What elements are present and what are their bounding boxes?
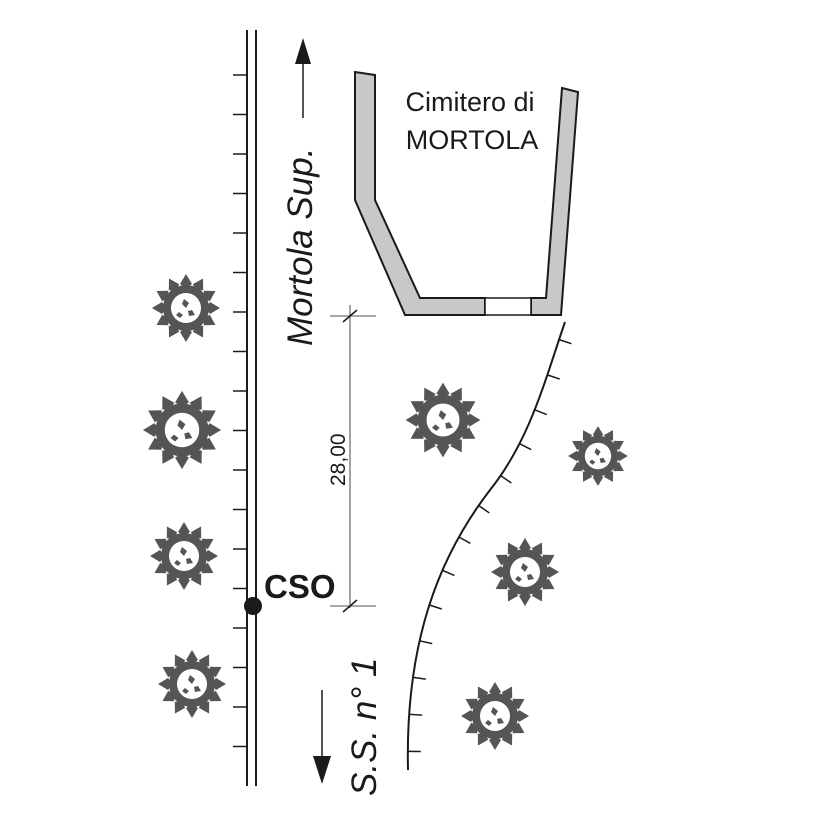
slope-hachure xyxy=(534,409,548,416)
tree-canopy-icon xyxy=(405,382,481,458)
road-tick-marks xyxy=(233,74,247,748)
tree-canopy-icon xyxy=(152,274,220,342)
tree-canopy-icon xyxy=(568,426,628,486)
slope-hachure xyxy=(478,504,490,514)
cso-label: CSO xyxy=(264,568,336,605)
road-mortola xyxy=(233,30,257,786)
tree-canopy-icon xyxy=(491,538,559,606)
slope-hachure xyxy=(519,442,532,451)
tree-canopy-icon xyxy=(461,682,529,750)
slope-hachure xyxy=(442,569,455,577)
dimension-line xyxy=(330,305,376,613)
cso-point-icon xyxy=(244,597,262,615)
tree-canopy-icon xyxy=(142,390,222,470)
slope-hachures xyxy=(407,338,572,753)
arrow-south-icon xyxy=(313,690,331,784)
road-label-south: S.S. n° 1 xyxy=(345,657,384,796)
arrow-north-icon xyxy=(295,38,311,118)
dimension-label: 28,00 xyxy=(327,433,350,486)
slope-hachure xyxy=(458,536,471,544)
road-label-north: Mortola Sup. xyxy=(281,148,320,346)
slope-hachure xyxy=(419,640,433,645)
cemetery-label-line2: MORTOLA xyxy=(406,125,539,155)
slope-hachure xyxy=(500,475,512,484)
slope-hachure xyxy=(429,604,442,610)
slope-hachure xyxy=(412,676,426,680)
cemetery-label-line1: Cimitero di xyxy=(405,87,534,117)
slope-line xyxy=(406,321,572,771)
cemetery-gate xyxy=(484,297,532,316)
slope-hachure xyxy=(558,338,572,345)
tree-canopy-icon xyxy=(158,650,226,718)
tree-canopy-icon xyxy=(150,522,218,590)
slope-hachure xyxy=(409,713,423,716)
cemetery-wall xyxy=(354,70,580,316)
slope-hachure xyxy=(547,374,560,380)
